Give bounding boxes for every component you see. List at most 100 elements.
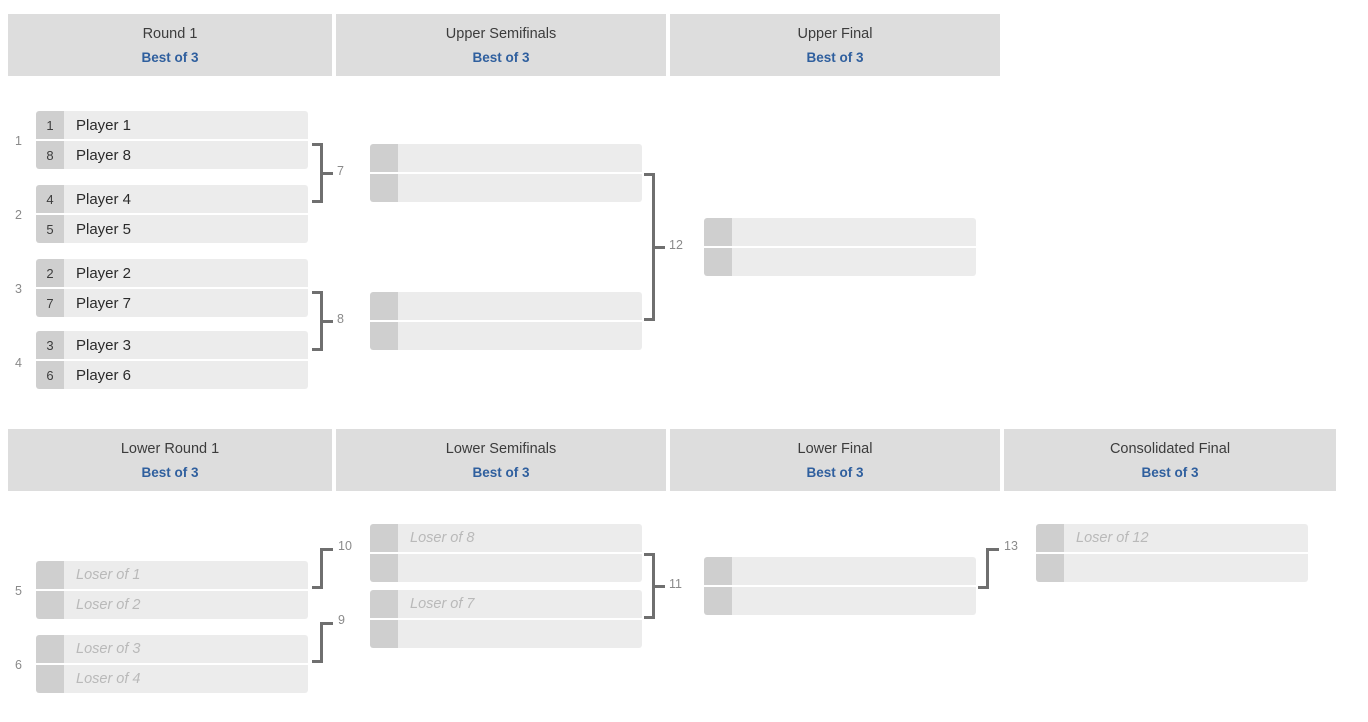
seed-badge [370,620,398,648]
round-header-round-1[interactable]: Round 1 Best of 3 [8,14,332,76]
match-card-4[interactable]: 3 Player 3 6 Player 6 [36,331,308,389]
connector-label-9: 9 [338,613,345,627]
seed-badge: 1 [36,111,64,139]
match-slot[interactable]: Loser of 12 [1036,524,1308,552]
match-slot[interactable] [370,620,642,648]
round-title: Lower Round 1 [120,441,220,457]
round-title: Lower Final [797,441,873,457]
seed-badge [704,248,732,276]
match-card-12[interactable] [704,218,976,276]
match-card-9[interactable]: Loser of 7 [370,590,642,648]
match-slot[interactable] [704,218,976,246]
match-card-1[interactable]: 1 Player 1 8 Player 8 [36,111,308,169]
seed-badge: 3 [36,331,64,359]
match-slot[interactable]: 7 Player 7 [36,289,308,317]
match-slot[interactable]: 3 Player 3 [36,331,308,359]
match-slot[interactable]: Loser of 4 [36,665,308,693]
seed-badge: 2 [36,259,64,287]
match-slot[interactable]: 5 Player 5 [36,215,308,243]
seed-badge [36,665,64,693]
round-title: Lower Semifinals [445,441,557,457]
round-format: Best of 3 [806,50,864,65]
seed-badge [370,322,398,350]
connector-tick [323,172,333,175]
round-format: Best of 3 [141,50,199,65]
match-slot[interactable]: 4 Player 4 [36,185,308,213]
match-slot[interactable]: 1 Player 1 [36,111,308,139]
match-card-10[interactable]: Loser of 8 [370,524,642,582]
match-slot[interactable] [704,557,976,585]
participant-name: Loser of 12 [1076,530,1149,546]
match-index-3: 3 [15,282,22,296]
seed-badge [704,587,732,615]
match-slot[interactable] [370,292,642,320]
match-slot[interactable] [370,554,642,582]
connector-arm-top [644,553,655,556]
match-slot[interactable]: 2 Player 2 [36,259,308,287]
match-slot[interactable] [370,144,642,172]
seed-badge [1036,524,1064,552]
match-slot[interactable]: 6 Player 6 [36,361,308,389]
match-card-8[interactable] [370,292,642,350]
match-card-6[interactable]: Loser of 3 Loser of 4 [36,635,308,693]
match-slot[interactable] [370,322,642,350]
seed-badge [36,591,64,619]
participant-name: Loser of 8 [410,530,475,546]
connector-vline [986,548,989,589]
connector-arm-bottom [644,318,655,321]
round-header-lower-semifinals[interactable]: Lower Semifinals Best of 3 [336,429,666,491]
match-slot[interactable] [1036,554,1308,582]
match-card-7[interactable] [370,144,642,202]
seed-badge: 4 [36,185,64,213]
connector-vline [652,553,655,619]
match-slot[interactable] [370,174,642,202]
connector-label-10: 10 [338,539,352,553]
connector-tick [655,246,665,249]
match-slot[interactable] [704,248,976,276]
connector-label-11: 11 [669,577,682,591]
seed-badge: 8 [36,141,64,169]
round-format: Best of 3 [1141,465,1199,480]
connector-arm-top [312,143,323,146]
participant-name: Loser of 2 [76,597,141,613]
seed-badge [370,292,398,320]
match-card-13[interactable]: Loser of 12 [1036,524,1308,582]
match-card-11[interactable] [704,557,976,615]
round-header-upper-final[interactable]: Upper Final Best of 3 [670,14,1000,76]
match-card-3[interactable]: 2 Player 2 7 Player 7 [36,259,308,317]
match-card-5[interactable]: Loser of 1 Loser of 2 [36,561,308,619]
participant-name: Loser of 7 [410,596,475,612]
upper-bracket-header-row: Round 1 Best of 3 Upper Semifinals Best … [8,14,1000,76]
match-slot[interactable] [704,587,976,615]
round-title: Upper Semifinals [445,26,557,42]
match-slot[interactable]: Loser of 1 [36,561,308,589]
seed-badge [370,524,398,552]
connector-label-8: 8 [337,312,344,326]
connector-arm-bottom [978,586,989,589]
lower-bracket-header-row: Lower Round 1 Best of 3 Lower Semifinals… [8,429,1336,491]
connector-vline [320,143,323,203]
round-title: Consolidated Final [1109,441,1231,457]
connector-arm-top [320,622,333,625]
round-header-consolidated-final[interactable]: Consolidated Final Best of 3 [1004,429,1336,491]
connector-label-12: 12 [669,238,683,252]
connector-arm-bottom [644,616,655,619]
match-slot[interactable]: Loser of 2 [36,591,308,619]
round-title: Round 1 [142,26,198,42]
match-card-2[interactable]: 4 Player 4 5 Player 5 [36,185,308,243]
round-title: Upper Final [797,26,873,42]
connector-vline [320,548,323,589]
connector-label-13: 13 [1004,539,1018,553]
round-header-lower-final[interactable]: Lower Final Best of 3 [670,429,1000,491]
round-header-lower-round-1[interactable]: Lower Round 1 Best of 3 [8,429,332,491]
match-slot[interactable]: Loser of 3 [36,635,308,663]
connector-arm-top [312,291,323,294]
round-header-upper-semifinals[interactable]: Upper Semifinals Best of 3 [336,14,666,76]
match-slot[interactable]: Loser of 7 [370,590,642,618]
match-slot[interactable]: 8 Player 8 [36,141,308,169]
match-slot[interactable]: Loser of 8 [370,524,642,552]
seed-badge [370,554,398,582]
connector-arm-top [986,548,999,551]
connector-vline [320,622,323,663]
